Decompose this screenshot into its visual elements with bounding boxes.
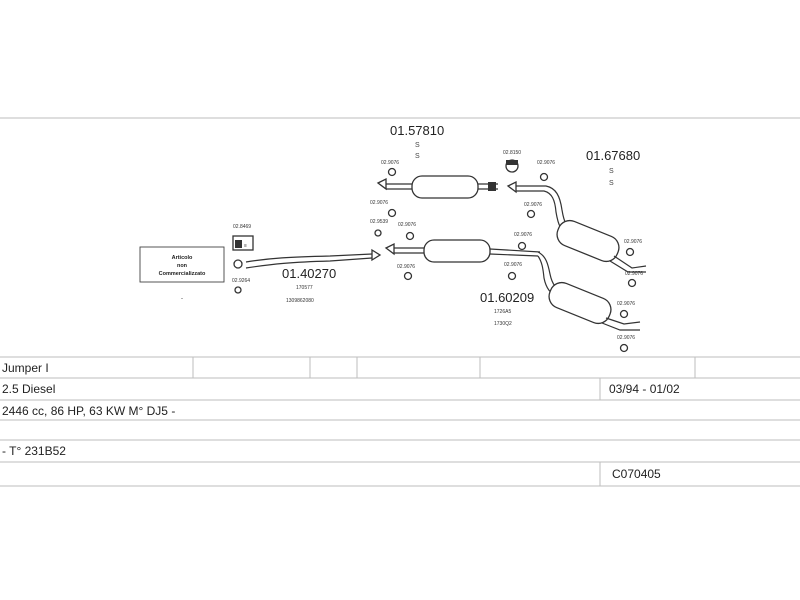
- table-lines: [0, 117, 800, 487]
- acc-label-02-8150: 02.8150: [503, 150, 521, 156]
- front-pipe-oe-2: 1309862080: [286, 298, 314, 304]
- acc-label-lower-2: 02.9076: [397, 264, 415, 270]
- notice-line-2: non: [177, 263, 188, 269]
- notice-line-3: Commercializzato: [159, 271, 206, 277]
- model-cell: Jumper I: [2, 361, 49, 375]
- rear-upper-part-number: 01.67680: [586, 148, 640, 163]
- middle-muffler-ss-2: S: [415, 153, 420, 160]
- notice-line-1: Articolo: [172, 255, 193, 261]
- front-accessories: 02.8469 ≡ 02.9264: [232, 224, 254, 294]
- notice-box: Articolo non Commercializzato: [139, 246, 225, 283]
- middle-muffler-upper: 01.57810 S S 02.9076 02.9076: [370, 123, 498, 218]
- middle-muffler-lower: 02.9539 02.9076 02.9076: [370, 219, 541, 281]
- acc-label-rear-up-2: 02.9076: [524, 202, 542, 208]
- middle-muffler-part-number: 01.57810: [390, 123, 444, 138]
- acc-label-rear-low-3: 02.9076: [617, 335, 635, 341]
- acc-label-rear-up-5: 02.9076: [625, 271, 643, 277]
- rear-muffler-lower: 02.9076 01.60209 1726A5 1730Q2 02.9076 0…: [480, 251, 641, 353]
- svg-text:≡: ≡: [244, 243, 247, 249]
- code-cell: C070405: [612, 467, 661, 481]
- acc-label-lower-1: 02.9076: [398, 222, 416, 228]
- acc-label-02-8469: 02.8469: [233, 224, 251, 230]
- type-cell: - T° 231B52: [2, 444, 66, 458]
- engine-cell: 2.5 Diesel: [2, 382, 55, 396]
- rear-muffler-upper: 02.8150 02.9076 01.67680 S S 02.9076 02.…: [503, 148, 647, 288]
- acc-label-upper-2: 02.9076: [370, 200, 388, 206]
- acc-label-rear-up-3: 02.9076: [514, 232, 532, 238]
- front-pipe-part-number: 01.40270: [282, 266, 336, 281]
- acc-label-rear-low-1: 02.9076: [504, 262, 522, 268]
- specs-cell: 2446 cc, 86 HP, 63 KW M° DJ5 -: [2, 404, 175, 418]
- acc-label-02-9539: 02.9539: [370, 219, 388, 225]
- rear-upper-ss-2: S: [609, 180, 614, 187]
- info-table: Jumper I 2.5 Diesel 03/94 - 01/02 2446 c…: [2, 361, 680, 481]
- acc-label-rear-low-2: 02.9076: [617, 301, 635, 307]
- rear-lower-oe-2: 1730Q2: [494, 321, 512, 327]
- acc-label-upper-1: 02.9076: [381, 160, 399, 166]
- acc-label-02-9264: 02.9264: [232, 278, 250, 284]
- rear-lower-part-number: 01.60209: [480, 290, 534, 305]
- rear-upper-ss-1: S: [609, 168, 614, 175]
- acc-label-rear-up-1: 02.9076: [537, 160, 555, 166]
- acc-label-rear-up-4: 02.9076: [624, 239, 642, 245]
- middle-muffler-ss-1: S: [415, 142, 420, 149]
- front-pipe-oe-1: 170577: [296, 285, 313, 291]
- period-cell: 03/94 - 01/02: [609, 382, 680, 396]
- front-pipe: 01.40270 170577 1309862080: [245, 248, 382, 304]
- rear-lower-oe-1: 1726A5: [494, 309, 511, 315]
- notice-dash: -: [181, 296, 183, 302]
